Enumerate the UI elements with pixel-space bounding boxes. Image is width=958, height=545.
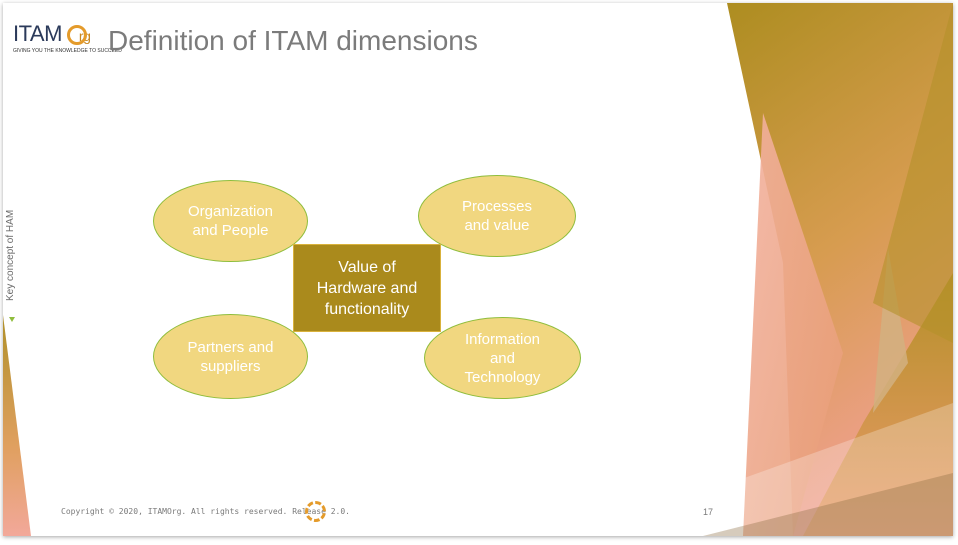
decorative-background — [3, 3, 953, 536]
slide-title: Definition of ITAM dimensions — [108, 25, 478, 56]
dimension-information-technology: Information and Technology — [424, 317, 581, 399]
copyright-notice: Copyright © 2020, ITAMOrg. All rights re… — [61, 507, 350, 516]
dimension-organization-people: Organization and People — [153, 180, 308, 262]
side-section-label: Key concept of HAM — [5, 209, 16, 301]
center-value-box: Value of Hardware and functionality — [293, 244, 441, 332]
dimension-processes-value: Processes and value — [418, 175, 576, 257]
dimension-partners-suppliers: Partners and suppliers — [153, 314, 308, 399]
footer-logo-ring-icon — [305, 501, 326, 522]
page-number: 17 — [703, 507, 714, 517]
logo-tagline: GIVING YOU THE KNOWLEDGE TO SUCCEED — [13, 48, 122, 54]
logo-ring-icon — [67, 25, 87, 45]
logo-name: ITAM — [13, 21, 62, 46]
